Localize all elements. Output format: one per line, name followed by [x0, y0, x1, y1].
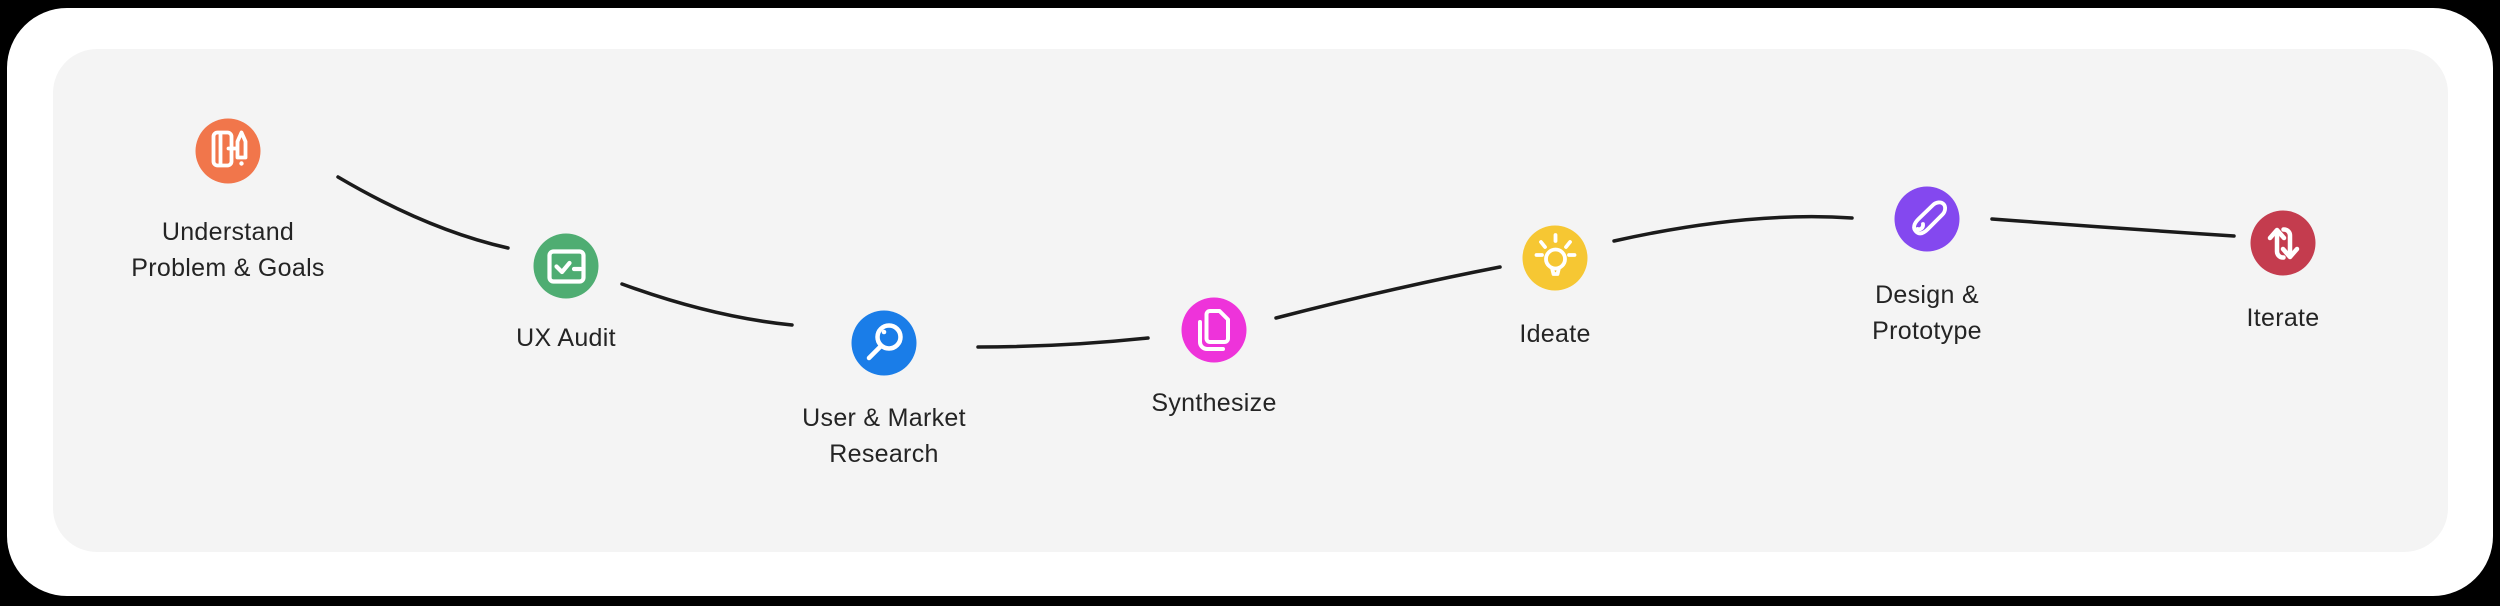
step-label-understand: Understand Problem & Goals	[131, 218, 325, 282]
step-label-design-prototype: Design & Prototype	[1872, 281, 1982, 345]
paintbrush-icon	[1894, 186, 1960, 252]
copy-pages-icon	[1181, 297, 1247, 363]
magnifier-icon	[851, 310, 917, 376]
diagram-panel	[53, 49, 2448, 552]
step-label-iterate: Iterate	[2246, 304, 2320, 332]
sync-arrows-icon	[2250, 210, 2316, 276]
step-label-ux-audit: UX Audit	[516, 324, 616, 352]
checkbox-check-icon	[533, 233, 599, 299]
step-label-user-market-research: User & Market Research	[802, 404, 966, 468]
lightbulb-icon	[1522, 225, 1588, 291]
step-label-synthesize: Synthesize	[1151, 389, 1277, 417]
journal-pencil-icon	[195, 118, 261, 184]
step-label-ideate: Ideate	[1519, 320, 1591, 348]
